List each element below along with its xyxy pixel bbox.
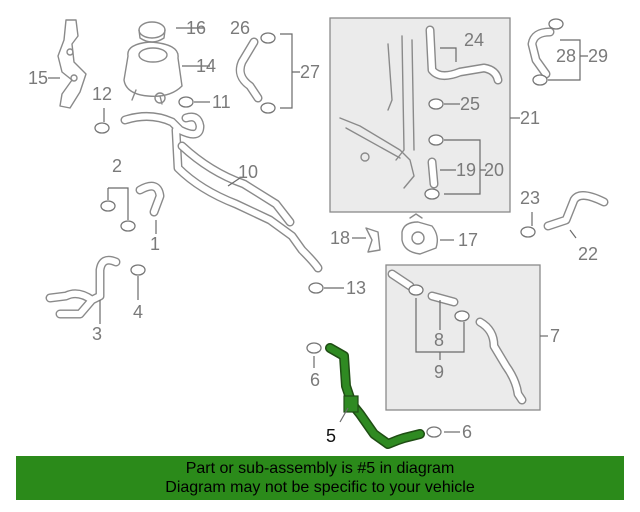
parts-diagram: 1 2 3 4 5 6 6 7 8 9 10 11 12 13 14 15 16… <box>28 17 609 449</box>
banner-line-2: Diagram may not be specific to your vehi… <box>165 479 475 496</box>
callout-19: 19 <box>456 160 476 180</box>
callout-13: 13 <box>346 278 366 298</box>
hose-28 <box>527 27 555 79</box>
callout-28: 28 <box>556 46 576 66</box>
callout-6-lower: 6 <box>462 422 472 442</box>
callout-9: 9 <box>434 362 444 382</box>
callout-22: 22 <box>578 244 598 264</box>
callout-1: 1 <box>150 234 160 254</box>
callout-7: 7 <box>550 326 560 346</box>
callout-29: 29 <box>588 46 608 66</box>
cap-16 <box>138 21 166 43</box>
callout-3: 3 <box>92 324 102 344</box>
callout-12: 12 <box>92 84 112 104</box>
banner-line-1: Part or sub-assembly is #5 in diagram <box>185 460 455 477</box>
callout-6-upper: 6 <box>310 370 320 390</box>
callout-15: 15 <box>28 68 48 88</box>
info-banner: Part or sub-assembly is #5 in diagram Di… <box>16 456 624 500</box>
hose-26 <box>235 37 263 103</box>
clamps <box>94 18 564 438</box>
callout-4: 4 <box>133 302 143 322</box>
pump-17 <box>401 213 439 255</box>
hose-3 <box>45 255 121 319</box>
callout-25: 25 <box>460 94 480 114</box>
callout-17: 17 <box>458 230 478 250</box>
leader-lines <box>48 27 588 433</box>
callout-11: 11 <box>212 92 231 112</box>
reservoir-14 <box>123 41 183 105</box>
callout-26: 26 <box>230 18 250 38</box>
hose-7 <box>387 269 527 405</box>
callout-16: 16 <box>186 18 206 38</box>
callout-14: 14 <box>196 56 216 76</box>
hose-1 <box>135 181 165 217</box>
callout-18: 18 <box>330 228 350 248</box>
callout-5: 5 <box>326 426 336 446</box>
callout-labels: 1 2 3 4 5 6 6 7 8 9 10 11 12 13 14 15 16… <box>28 18 608 446</box>
callout-23: 23 <box>520 188 540 208</box>
callout-27: 27 <box>300 62 320 82</box>
callout-24: 24 <box>464 30 484 50</box>
pipe-assembly-21 <box>339 25 503 189</box>
hose-22 <box>543 191 609 231</box>
highlighted-hose-5 <box>325 343 425 449</box>
callout-21: 21 <box>520 108 540 128</box>
bracket-15 <box>57 19 87 109</box>
callout-20: 20 <box>484 160 504 180</box>
callout-2: 2 <box>112 156 122 176</box>
bracket-18 <box>365 227 381 253</box>
callout-10: 10 <box>238 162 258 182</box>
callout-8: 8 <box>434 330 444 350</box>
pipe-10 <box>120 112 323 273</box>
